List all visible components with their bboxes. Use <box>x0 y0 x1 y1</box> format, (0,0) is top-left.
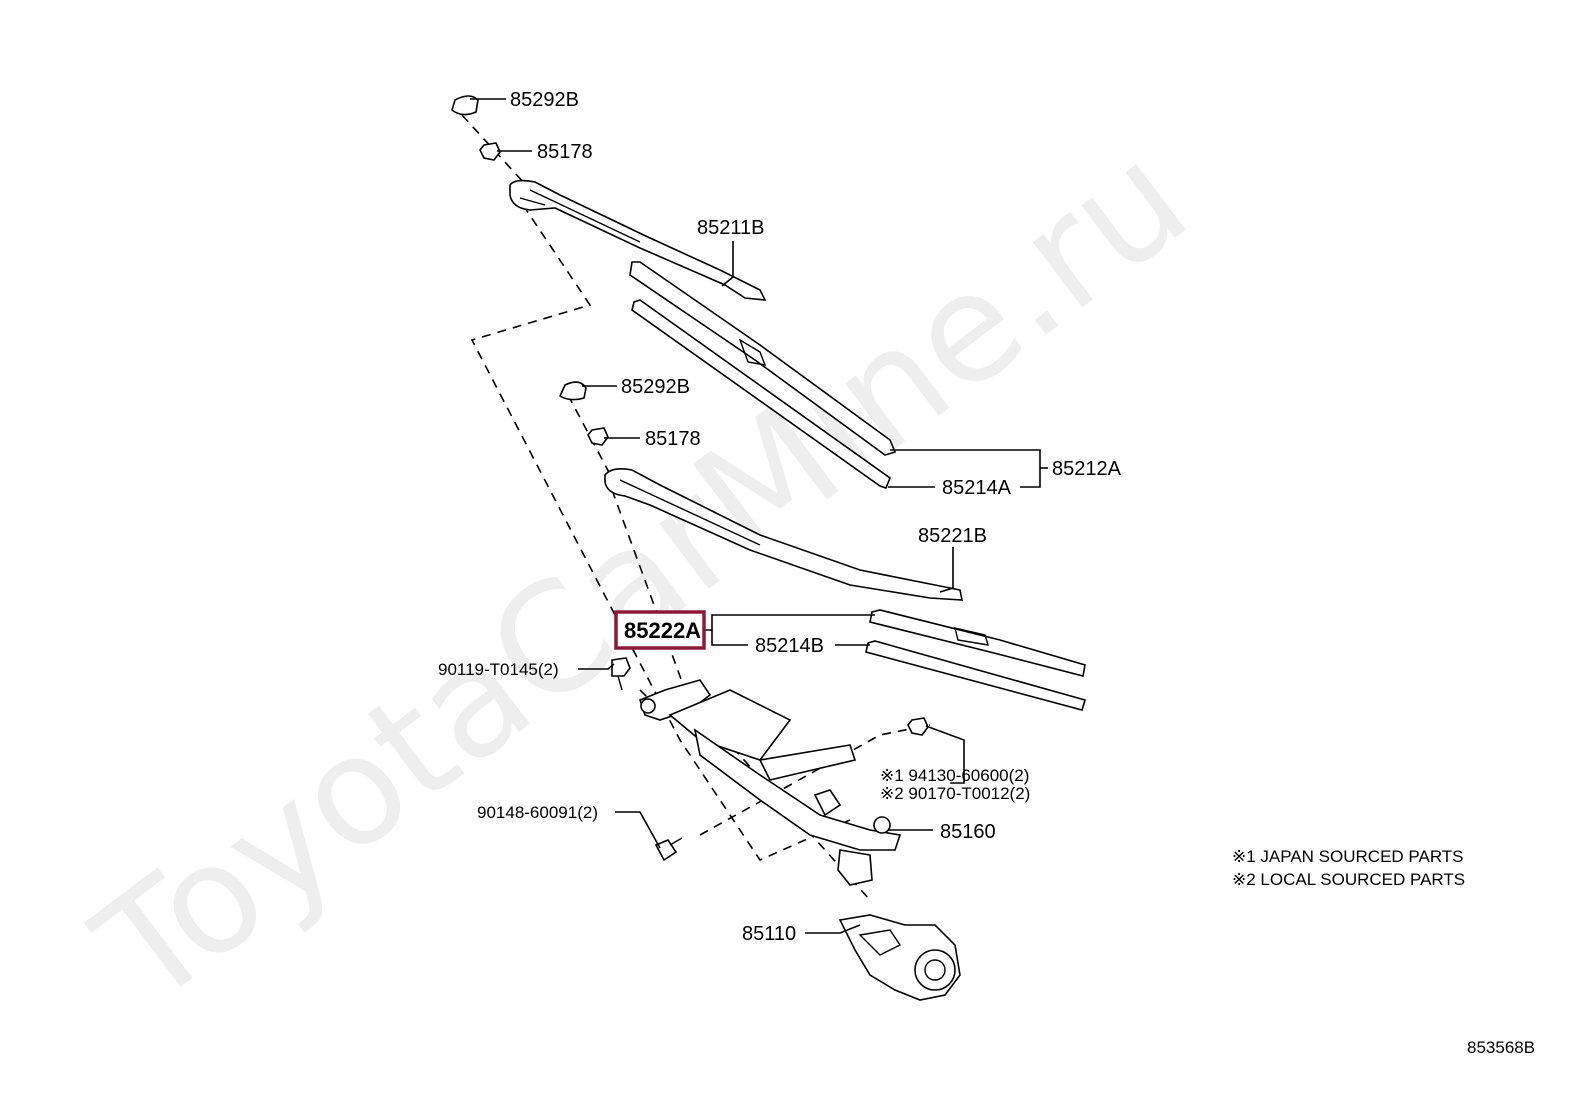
label-cap-mid[interactable]: 85292B <box>621 376 690 398</box>
label-blade-lh[interactable]: 85222A <box>624 618 701 643</box>
label-arm-lh[interactable]: 85221B <box>918 525 987 547</box>
label-blade-rh[interactable]: 85212A <box>1052 458 1122 480</box>
highlight-box <box>614 610 706 650</box>
bolt-bottom-part <box>654 837 683 862</box>
diagram-id: 853568B <box>1467 1038 1535 1057</box>
label-bolt-top[interactable]: 90119-T0145(2) <box>438 660 559 679</box>
note-local-sourced: ※2 LOCAL SOURCED PARTS <box>1232 870 1465 889</box>
label-motor[interactable]: 85110 <box>742 923 796 945</box>
label-nut-link-2[interactable]: ※2 90170-T0012(2) <box>880 784 1030 803</box>
nut-mid-part <box>587 427 609 446</box>
note-japan-sourced: ※1 JAPAN SOURCED PARTS <box>1232 847 1464 866</box>
bolt-top-part <box>611 657 631 691</box>
wiper-rubber-lh-part <box>865 640 1087 711</box>
wiper-blade-lh-part <box>869 609 1086 677</box>
link-assembly-part <box>639 679 902 886</box>
nut-top-part <box>479 142 501 161</box>
wiper-rubber-rh-part <box>631 299 891 489</box>
wiper-blade-rh-part <box>629 261 897 456</box>
wiper-motor-part <box>838 914 961 1001</box>
wiper-arm-lh-part <box>604 468 963 601</box>
nut-link-part <box>907 717 929 736</box>
leader-lines <box>470 98 1048 934</box>
label-cap-top[interactable]: 85292B <box>510 89 579 111</box>
label-arm-rh[interactable]: 85211B <box>697 217 764 239</box>
cap-mid-part <box>558 381 587 401</box>
label-bolt-bottom[interactable]: 90148-60091(2) <box>477 803 598 822</box>
wiper-arm-rh-part <box>509 179 767 301</box>
label-rubber-lh[interactable]: 85214B <box>755 635 824 657</box>
label-rubber-rh[interactable]: 85214A <box>942 477 1012 499</box>
label-nut-top[interactable]: 85178 <box>537 141 593 163</box>
label-nut-mid[interactable]: 85178 <box>645 428 701 450</box>
label-link[interactable]: 85160 <box>940 821 996 843</box>
cap-top-part <box>451 95 479 116</box>
watermark: ToyotaCarMine.ru <box>66 111 1218 1039</box>
label-nut-link-1[interactable]: ※1 94130-60600(2) <box>880 766 1029 785</box>
